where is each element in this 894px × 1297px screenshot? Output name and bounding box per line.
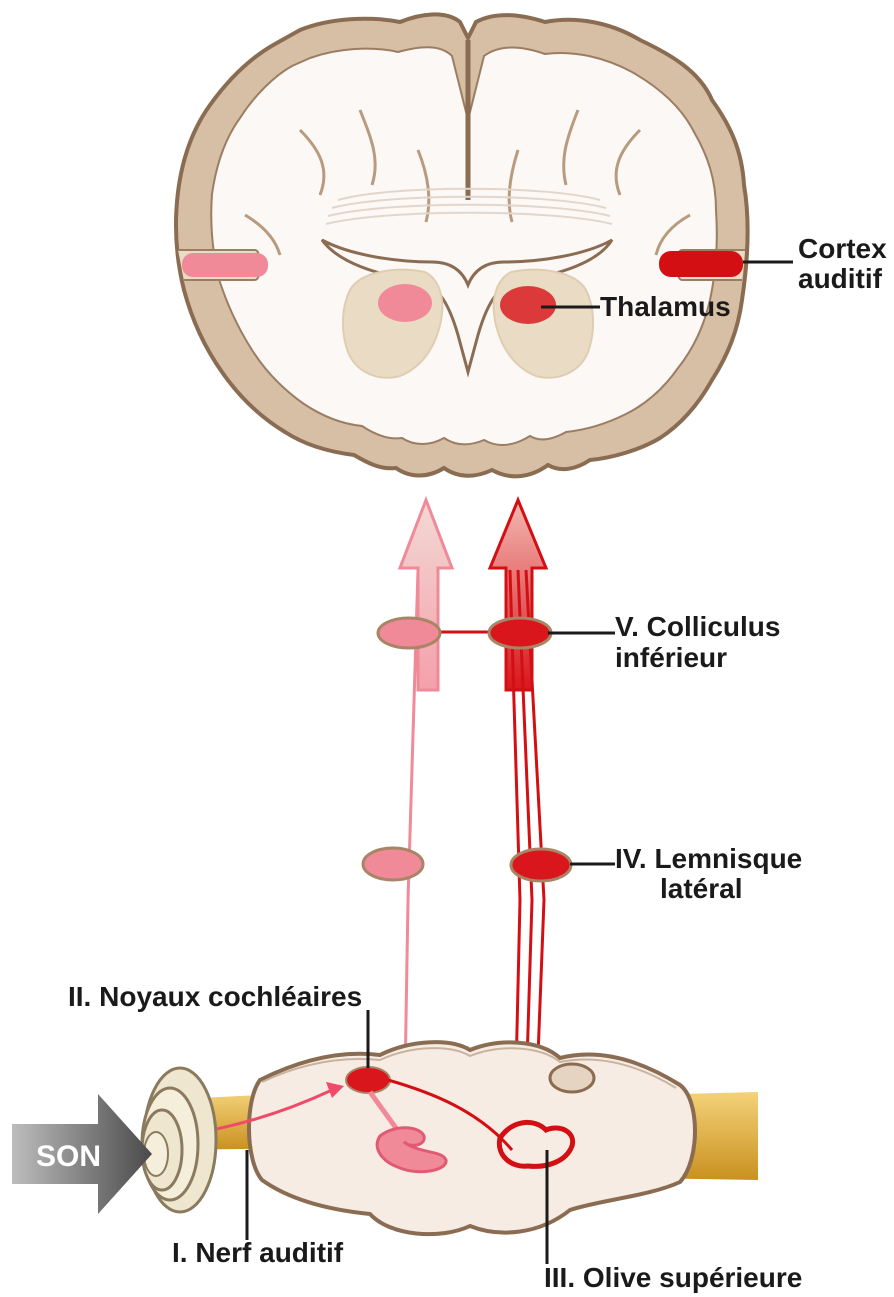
label-thalamus: Thalamus [600,291,731,322]
label-noyaux: II. Noyaux cochléaires [68,981,362,1012]
thalamus-left [378,284,432,322]
lemniscus-left [363,848,423,880]
cochlear-nucleus [346,1067,390,1093]
colliculus-right [489,618,551,648]
label-lemnisque-line1: IV. Lemnisque [615,843,802,874]
label-cortex-line1: Cortex [798,233,887,264]
thalamus-right [500,286,556,324]
label-cortex-line2: auditif [798,263,883,294]
label-nerf: I. Nerf auditif [172,1237,344,1268]
brainstem-nucleus [550,1064,594,1092]
label-olive: III. Olive supérieure [544,1262,802,1293]
lemniscus-right [511,849,571,881]
sound-label: SON [36,1140,101,1173]
colliculus-left [378,618,440,648]
auditory-cortex-right [659,251,743,277]
label-lemnisque-line2: latéral [660,873,743,904]
brain-white-matter [211,47,717,445]
brainstem [249,1042,695,1234]
ascending-arrow-left [400,500,452,690]
label-colliculus-line1: V. Colliculus [615,611,780,642]
cochlea [142,1068,216,1212]
label-colliculus-line2: inférieur [615,642,727,673]
brain-section [176,14,748,476]
auditory-cortex-left [182,253,268,277]
